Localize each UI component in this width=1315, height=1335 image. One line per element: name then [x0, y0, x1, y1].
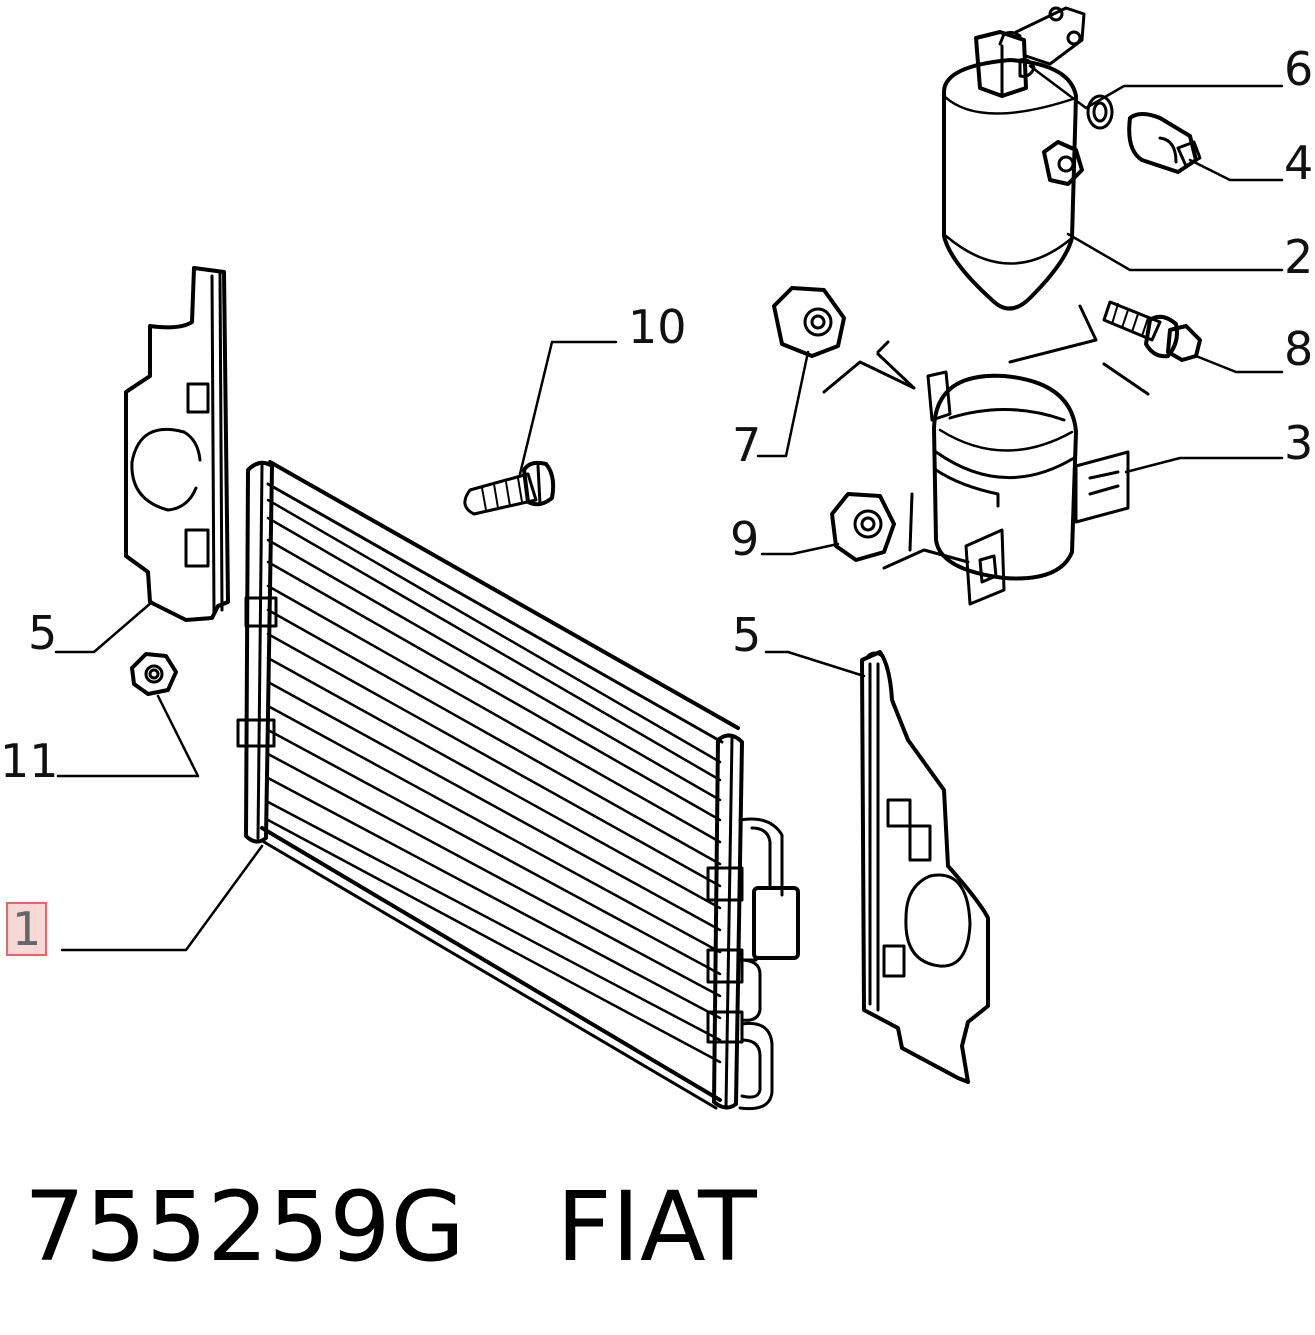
nut-part-11: [130, 652, 178, 696]
nut-part-7: [772, 286, 846, 358]
leader-lines: [54, 64, 1284, 952]
bolt-part-10: [463, 460, 556, 516]
callout-5-left[interactable]: 5: [28, 606, 58, 660]
clamp-part-3: [822, 304, 1150, 606]
callout-1-selected[interactable]: 1: [6, 902, 48, 956]
bolt-part-8: [1102, 300, 1202, 362]
bracket-part-5-right: [860, 650, 990, 1084]
callout-9[interactable]: 9: [730, 512, 760, 566]
bracket-part-5-left: [124, 266, 230, 622]
callout-6[interactable]: 6: [1284, 42, 1314, 96]
nut-part-9: [830, 492, 896, 562]
callout-3[interactable]: 3: [1284, 416, 1314, 470]
part-number: 755259G: [24, 1171, 465, 1283]
condenser-part-1: [236, 460, 800, 1111]
callout-4[interactable]: 4: [1284, 136, 1314, 190]
callout-7[interactable]: 7: [732, 418, 762, 472]
callout-10[interactable]: 10: [628, 300, 687, 354]
brand-name: FIAT: [556, 1171, 757, 1283]
callout-11[interactable]: 11: [0, 734, 59, 788]
o-ring-part-6: [1086, 94, 1114, 130]
callout-2[interactable]: 2: [1284, 230, 1314, 284]
pressure-switch-part-4: [1127, 112, 1202, 174]
callout-8[interactable]: 8: [1284, 322, 1314, 376]
part-caption: 755259G FIAT: [24, 1172, 757, 1282]
receiver-drier-part-2: [942, 6, 1086, 311]
callout-5-right[interactable]: 5: [732, 608, 762, 662]
